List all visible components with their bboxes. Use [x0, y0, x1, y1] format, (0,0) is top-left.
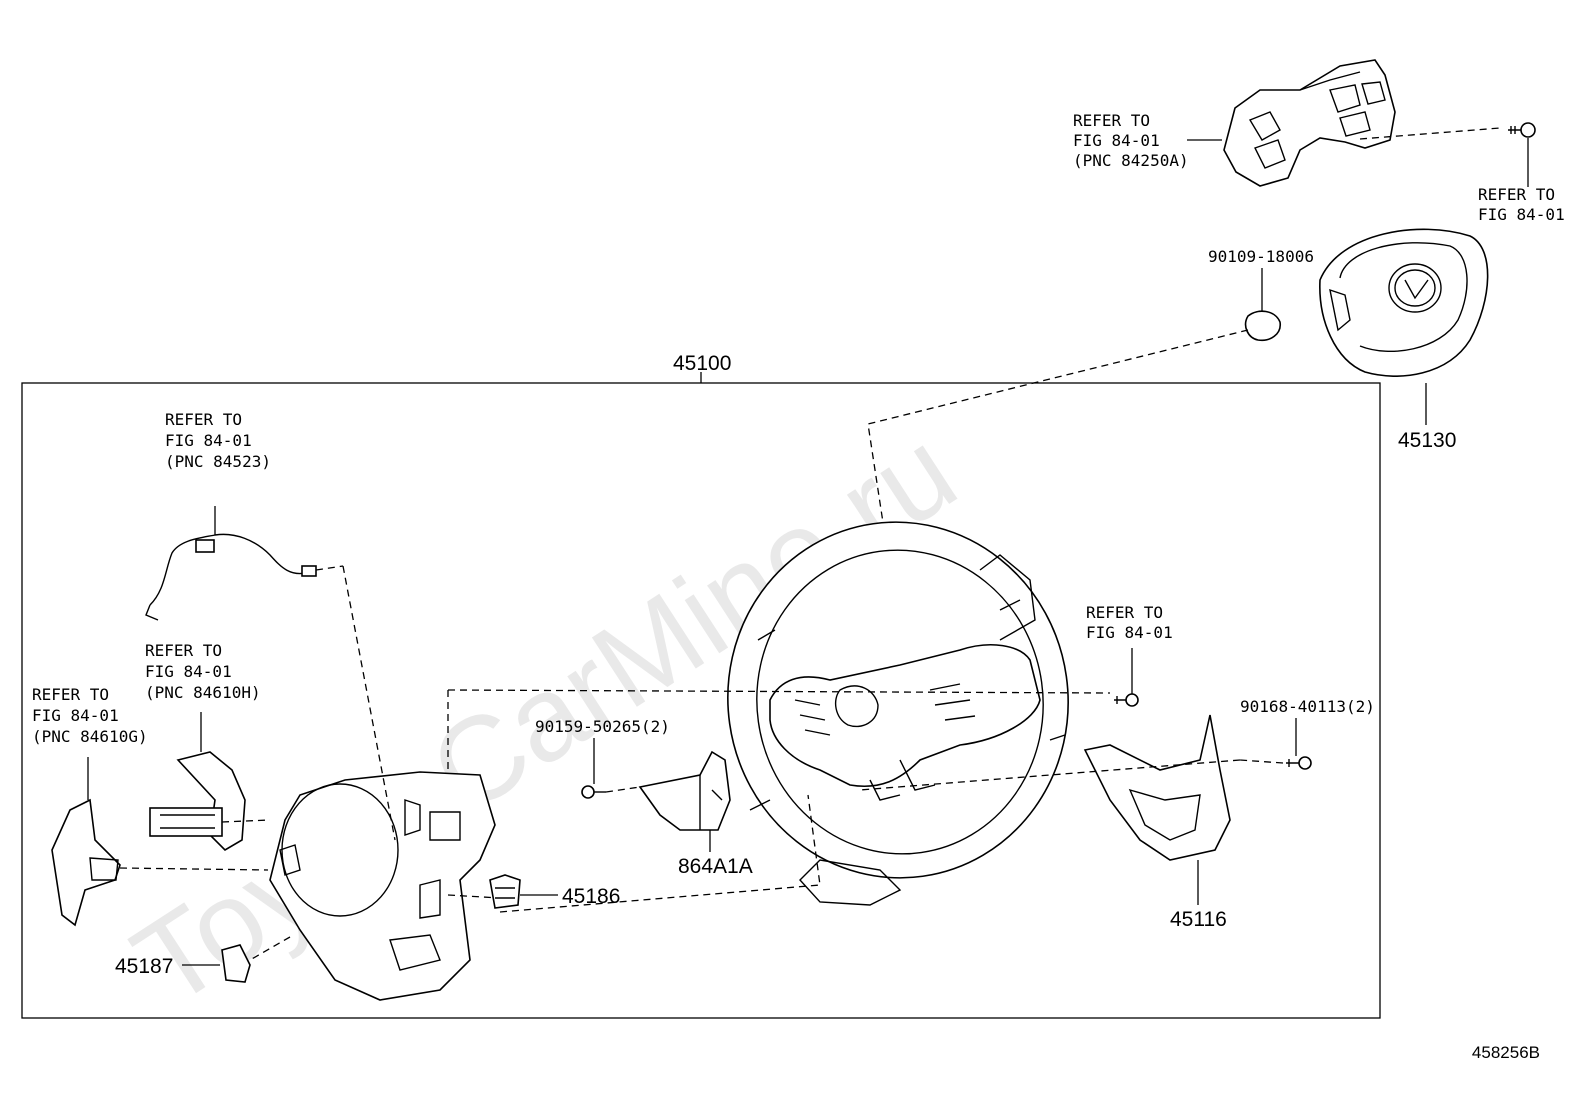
part-number-45100[interactable]: 45100 — [673, 352, 731, 375]
svg-text:FIG 84-01: FIG 84-01 — [165, 431, 252, 450]
svg-text:FIG 84-01: FIG 84-01 — [145, 662, 232, 681]
screw-top-right[interactable] — [1508, 122, 1536, 138]
part-864a1a[interactable] — [638, 750, 731, 831]
callout-refer-mid-screw: REFER TO FIG 84-01 — [1086, 603, 1173, 642]
callout-refer-84523: REFER TO FIG 84-01 (PNC 84523) — [165, 410, 271, 471]
callout-refer-top-screw: REFER TO FIG 84-01 — [1478, 185, 1565, 224]
wire-harness-84523[interactable] — [145, 533, 317, 621]
steering-wheel[interactable] — [705, 500, 1091, 906]
svg-text:REFER TO: REFER TO — [32, 685, 109, 704]
paddle-switch-84610h[interactable] — [149, 751, 246, 852]
bolt-90109-18006[interactable] — [1244, 310, 1281, 342]
svg-text:(PNC 84523): (PNC 84523) — [165, 452, 271, 471]
screw-90159-50265[interactable] — [581, 785, 606, 799]
part-number-90109-18006[interactable]: 90109-18006 — [1208, 247, 1314, 266]
screw-90168-40113[interactable] — [1286, 756, 1312, 770]
figure-code: 458256B — [1471, 1043, 1540, 1062]
screw-mid-right[interactable] — [1114, 693, 1139, 707]
steering-column-cover[interactable] — [269, 771, 496, 1001]
lexus-emblem-icon — [1388, 263, 1442, 313]
callout-refer-84250a: REFER TO FIG 84-01 (PNC 84250A) — [1073, 111, 1189, 170]
part-number-90159-50265[interactable]: 90159-50265(2) — [535, 717, 670, 736]
svg-text:REFER TO: REFER TO — [1073, 111, 1150, 130]
part-45186[interactable] — [489, 874, 521, 909]
part-number-864a1a[interactable]: 864A1A — [678, 855, 753, 878]
callout-refer-84610g: REFER TO FIG 84-01 (PNC 84610G) — [32, 685, 148, 746]
svg-text:FIG 84-01: FIG 84-01 — [1073, 131, 1160, 150]
svg-text:FIG 84-01: FIG 84-01 — [32, 706, 119, 725]
svg-text:FIG 84-01: FIG 84-01 — [1086, 623, 1173, 642]
svg-text:(PNC 84250A): (PNC 84250A) — [1073, 151, 1189, 170]
svg-text:REFER TO: REFER TO — [1478, 185, 1555, 204]
airbag-45130[interactable] — [1319, 228, 1489, 377]
lower-cover-45116[interactable] — [1083, 714, 1231, 861]
svg-text:(PNC 84610H): (PNC 84610H) — [145, 683, 261, 702]
part-number-90168-40113[interactable]: 90168-40113(2) — [1240, 697, 1375, 716]
svg-text:(PNC 84610G): (PNC 84610G) — [32, 727, 148, 746]
part-45187[interactable] — [221, 944, 251, 983]
part-number-45186[interactable]: 45186 — [562, 885, 620, 908]
callout-refer-84610h: REFER TO FIG 84-01 (PNC 84610H) — [145, 641, 261, 702]
svg-text:REFER TO: REFER TO — [165, 410, 242, 429]
part-number-45130[interactable]: 45130 — [1398, 429, 1456, 452]
svg-text:REFER TO: REFER TO — [1086, 603, 1163, 622]
paddle-switch-84610g[interactable] — [51, 798, 121, 927]
steering-switch-assembly[interactable] — [1223, 59, 1396, 187]
part-number-45116[interactable]: 45116 — [1170, 908, 1227, 931]
svg-text:FIG 84-01: FIG 84-01 — [1478, 205, 1565, 224]
part-number-45187[interactable]: 45187 — [115, 955, 173, 978]
svg-text:REFER TO: REFER TO — [145, 641, 222, 660]
